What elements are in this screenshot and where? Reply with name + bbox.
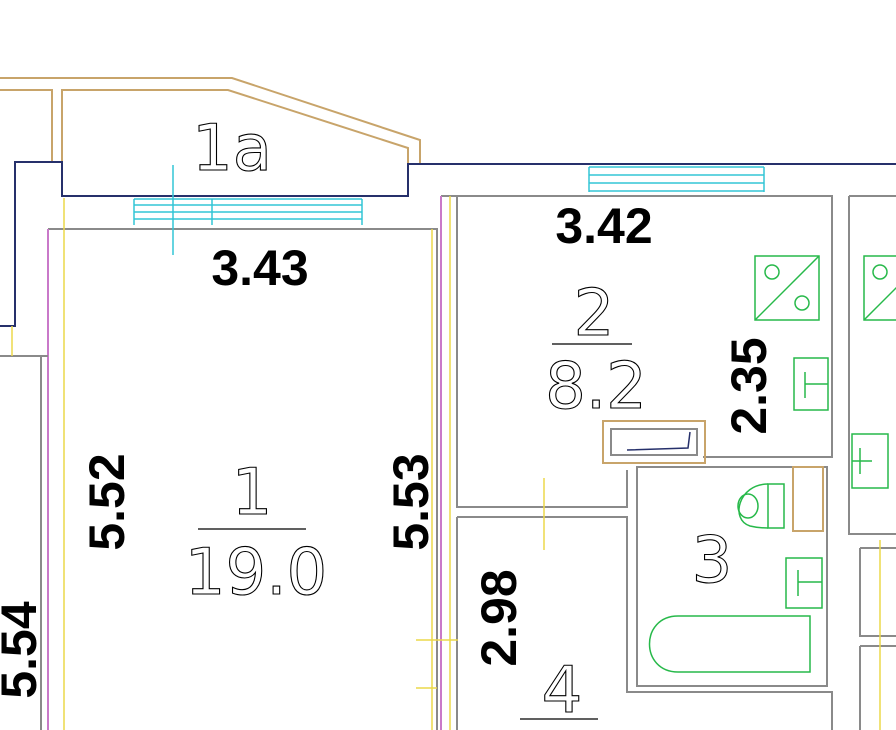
bathroom-niche [792, 466, 824, 532]
electric-stove-icon [754, 255, 820, 321]
dim-room1-left: 5.52 [79, 453, 135, 550]
bathtub-icon [648, 615, 811, 673]
dim-room1-right: 5.53 [383, 453, 439, 550]
room-3-number: 3 [692, 524, 733, 598]
right-neighbour-wall [848, 195, 896, 730]
dim-room4-left: 2.98 [471, 569, 527, 666]
guide-lines [11, 196, 881, 730]
shaft-marker [626, 431, 691, 451]
ventilation-shaft-icon [602, 420, 706, 464]
kitchen-sink-icon [793, 357, 829, 411]
dim-room2-right: 2.35 [721, 337, 777, 434]
dim-left-edge: 5.54 [0, 601, 47, 699]
dim-room1-top: 3.43 [211, 240, 308, 296]
kitchen-wall [441, 195, 833, 508]
room-1-number: 1 [232, 456, 273, 530]
electric-stove-neighbour-icon [863, 255, 896, 321]
dimensions: 3.43 3.42 5.52 5.53 2.35 2.98 5.54 [0, 198, 777, 699]
room-1a-number: 1a [192, 112, 272, 186]
fixtures [648, 255, 896, 673]
room-2-area: 8.2 [545, 350, 647, 424]
walls [0, 77, 896, 730]
windows [133, 165, 765, 255]
balcony-outer-wall [0, 77, 421, 164]
washbasin-icon [785, 557, 823, 609]
room-labels: 1a 1 19.0 2 8.2 3 4 [184, 111, 733, 728]
ventilation-shaft-inner [610, 428, 698, 456]
exterior-wall-navy [0, 161, 896, 327]
dim-room2-top: 3.42 [555, 198, 652, 254]
window-kitchen [588, 166, 765, 192]
room1-wall [48, 228, 438, 730]
window-room1 [133, 165, 363, 255]
bathroom-wall [636, 466, 828, 687]
room-4-number: 4 [542, 654, 583, 728]
room-1-area: 19.0 [185, 536, 328, 610]
toilet-icon [737, 483, 785, 529]
hall-wall [456, 516, 833, 730]
neighbour-sink-icon [851, 433, 889, 489]
room-2-number: 2 [574, 277, 615, 351]
